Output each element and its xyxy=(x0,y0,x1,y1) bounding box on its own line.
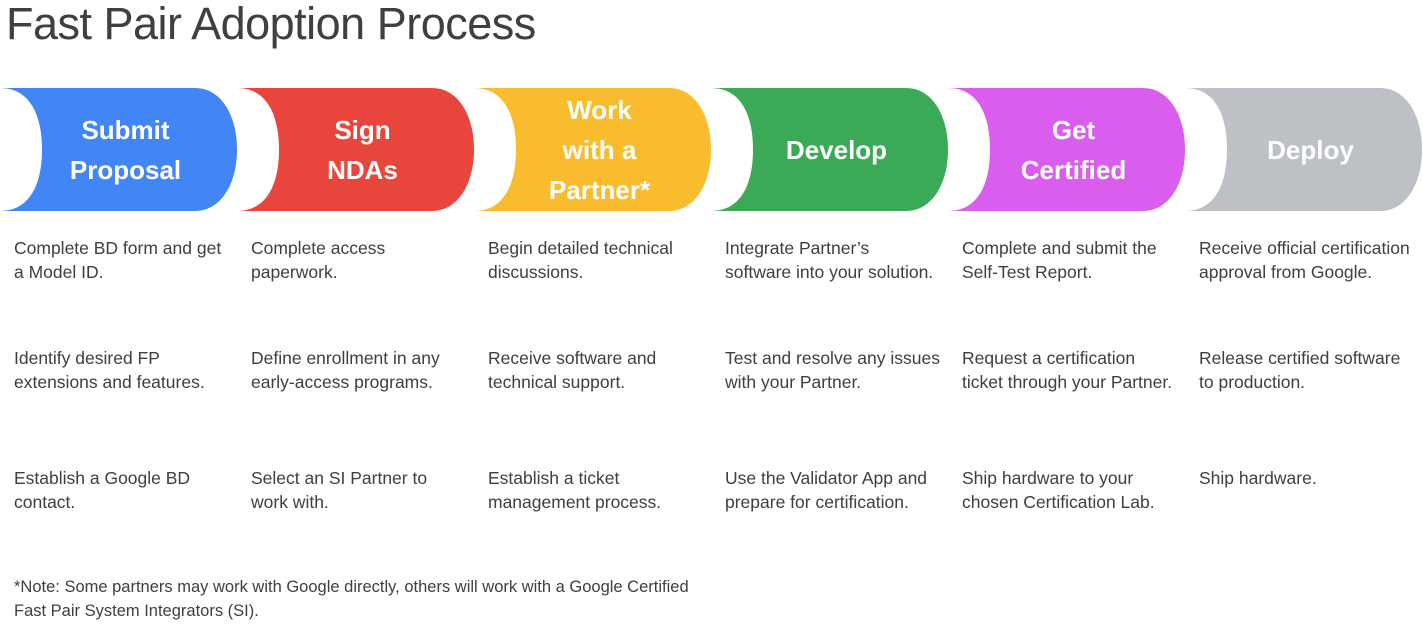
stage-chevron-shape-develop xyxy=(711,88,948,211)
stage-label-line: Develop xyxy=(785,134,888,165)
stage-chevron-shape-sign-ndas xyxy=(237,88,474,211)
stage-label-line: Sign xyxy=(334,114,391,145)
stage-detail-item: Select an SI Partner to work with. xyxy=(251,468,428,512)
stage-chevron-work-with-a-partner[interactable]: Work with a Partner* xyxy=(474,88,711,211)
stage-detail-item: Establish a ticket management process. xyxy=(488,468,662,512)
stage-detail-item: Test and resolve any issues with your Pa… xyxy=(725,348,940,392)
stage-chevron-shape-get-certified xyxy=(948,88,1185,211)
stage-detail-item: Receive software and technical support. xyxy=(488,348,657,392)
stage-label-develop: Develop xyxy=(711,88,948,211)
footnote-note: *Note: Some partners may work with Googl… xyxy=(14,578,689,620)
stage-label-line: Proposal xyxy=(69,154,182,185)
stage-detail-item: Begin detailed technical discussions. xyxy=(488,238,673,282)
stage-label-line: Partner* xyxy=(548,174,651,205)
stage-label-line: Submit xyxy=(81,114,170,145)
stage-detail-item: Release certified software to production… xyxy=(1199,348,1401,392)
stage-chevron-shape-work-with-a-partner xyxy=(474,88,711,211)
stage-detail-item: Complete access paperwork. xyxy=(251,238,386,282)
stage-detail-item: Integrate Partner’s software into your s… xyxy=(725,238,934,282)
stage-detail-item: Establish a Google BD contact. xyxy=(14,468,191,512)
stage-detail-item: Complete and submit the Self-Test Report… xyxy=(962,238,1157,282)
stage-detail-item: Complete BD form and get a Model ID. xyxy=(14,238,222,282)
stage-detail-item: Ship hardware. xyxy=(1199,468,1317,488)
stage-chevron-deploy[interactable]: Deploy xyxy=(1185,88,1422,211)
stage-detail-item: Ship hardware to your chosen Certificati… xyxy=(962,468,1155,512)
stage-chevron-develop[interactable]: Develop xyxy=(711,88,948,211)
stage-chevron-shape-deploy xyxy=(1185,88,1422,211)
stage-label-work-with-a-partner: Work with a Partner* xyxy=(474,88,711,211)
stage-label-line: NDAs xyxy=(327,154,398,185)
page-title: Fast Pair Adoption Process xyxy=(6,0,536,49)
stage-chevron-shape-submit-proposal xyxy=(0,88,237,211)
stage-detail-item: Define enrollment in any early-access pr… xyxy=(251,348,440,392)
stage-label-line: with a xyxy=(562,134,637,165)
stage-label-line: Work xyxy=(567,94,632,125)
stage-label-deploy: Deploy xyxy=(1185,88,1422,211)
stage-detail-item: Use the Validator App and prepare for ce… xyxy=(725,468,928,512)
stage-label-line: Get xyxy=(1051,114,1096,145)
stage-detail-item: Identify desired FP extensions and featu… xyxy=(14,348,205,392)
stage-detail-item: Request a certification ticket through y… xyxy=(962,348,1173,392)
stage-details-columns: Complete BD form and get a Model ID. Iden… xyxy=(0,236,1423,546)
stage-label-line: Deploy xyxy=(1267,134,1354,165)
stage-detail-item: Receive official certification approval … xyxy=(1199,238,1410,282)
stage-label-line: Certified xyxy=(1020,154,1127,185)
